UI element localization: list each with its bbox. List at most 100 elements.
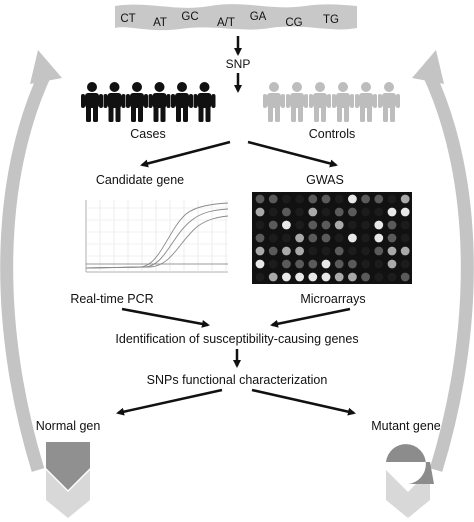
microarray-spot [400, 207, 410, 217]
microarray-spot [255, 259, 265, 269]
microarray-spot [321, 259, 331, 269]
person-icon [263, 82, 285, 122]
microarray-spot [334, 272, 344, 282]
microarray-spot [295, 220, 304, 230]
microarray-spot [321, 207, 331, 217]
dna-strip: CT AT GC A/T GA CG TG [115, 4, 357, 31]
microarray-spot [268, 246, 278, 256]
microarray-spot [255, 207, 265, 217]
controls-label: Controls [309, 127, 356, 141]
microarray-spot [348, 220, 357, 230]
microarray-spot [334, 220, 344, 230]
microarray-spot [334, 194, 344, 204]
snp-label: SNP [226, 57, 251, 71]
arrow-to-normal-gene [116, 388, 223, 416]
microarray-spot [268, 220, 278, 230]
identification-step: Identification of susceptibility-causing… [115, 332, 358, 346]
dna-segment: CT [120, 13, 135, 25]
microarray-spot [387, 233, 397, 243]
microarray-spot [361, 220, 370, 230]
dna-segment: GC [181, 11, 198, 23]
microarray-spot [295, 272, 304, 282]
microarray-spot [255, 272, 265, 282]
microarray-spot [374, 233, 384, 243]
microarray-spot [308, 259, 318, 269]
microarray-spot [400, 194, 410, 204]
microarray-spot [374, 246, 384, 256]
person-icon [81, 82, 103, 122]
gwas-label: GWAS [306, 173, 344, 187]
dna-segment: AT [153, 17, 167, 29]
normal-gene-label: Normal gen [36, 419, 101, 433]
microarray-spot [308, 246, 318, 256]
characterization-step: SNPs functional characterization [147, 373, 328, 387]
arrow-to-candidate-gene [140, 140, 231, 168]
microarray-spot [268, 207, 278, 217]
microarray-spot [282, 233, 291, 243]
microarray-spot [361, 259, 370, 269]
microarray-spot [282, 246, 291, 256]
microarray-spot [348, 246, 357, 256]
person-icon [355, 82, 377, 122]
microarrays-label: Microarrays [300, 292, 365, 306]
microarray-spot [374, 220, 384, 230]
left-cycle-arrow [0, 69, 52, 472]
microarray-spot [282, 272, 291, 282]
microarray-spot [387, 246, 397, 256]
dna-segment-variant: A/T [217, 17, 235, 29]
candidate-gene-label: Candidate gene [96, 173, 184, 187]
microarray-spot [334, 207, 344, 217]
microarray-spot [282, 207, 291, 217]
cases-group [81, 82, 216, 122]
microarray-spot [268, 233, 278, 243]
microarray-spot [308, 272, 318, 282]
microarray-spot [255, 233, 265, 243]
microarray-spot [400, 259, 410, 269]
arrow-pcr-to-identification [121, 307, 210, 328]
real-time-pcr-label: Real-time PCR [70, 292, 153, 306]
microarray-spot [348, 272, 357, 282]
microarray-spot [374, 194, 384, 204]
pcr-amplification-plot [70, 198, 230, 280]
microarray-spot [255, 220, 265, 230]
microarray-spot [308, 207, 318, 217]
person-icon [309, 82, 331, 122]
arrow-to-mutant-gene [251, 388, 356, 416]
microarray-spot [334, 233, 344, 243]
mutant-gene-label: Mutant gene [371, 419, 441, 433]
microarray-spot [321, 194, 331, 204]
microarray-spot [295, 194, 304, 204]
microarray-spot [348, 233, 357, 243]
microarray-spot [374, 207, 384, 217]
microarray-image [252, 192, 412, 284]
right-cycle-arrowhead [412, 50, 444, 84]
right-cycle-arrow [422, 69, 474, 472]
dna-segment: GA [250, 11, 267, 23]
normal-gene-shape [46, 442, 90, 490]
left-cycle-arrowhead [30, 50, 62, 84]
mutant-gene-shape [386, 444, 434, 484]
microarray-spot [321, 272, 331, 282]
arrow-to-gwas [247, 140, 338, 168]
microarray-spot [308, 194, 318, 204]
microarray-spot [255, 246, 265, 256]
microarray-spot [321, 246, 331, 256]
microarray-spot [348, 259, 357, 269]
person-icon [193, 82, 216, 122]
microarray-spot [361, 246, 370, 256]
dna-segment: CG [285, 17, 302, 29]
microarray-spot [255, 194, 265, 204]
microarray-spot [361, 272, 370, 282]
microarray-spot [387, 194, 397, 204]
microarray-spot [387, 259, 397, 269]
microarray-spot [334, 246, 344, 256]
microarray-spot [268, 259, 278, 269]
pcr-curve [85, 208, 229, 269]
microarray-spot [282, 220, 291, 230]
controls-group [263, 82, 400, 122]
microarray-spot [361, 233, 370, 243]
pcr-curve [85, 202, 229, 269]
microarray-spot [400, 246, 410, 256]
microarray-spot [308, 220, 318, 230]
microarray-spot [400, 272, 410, 282]
